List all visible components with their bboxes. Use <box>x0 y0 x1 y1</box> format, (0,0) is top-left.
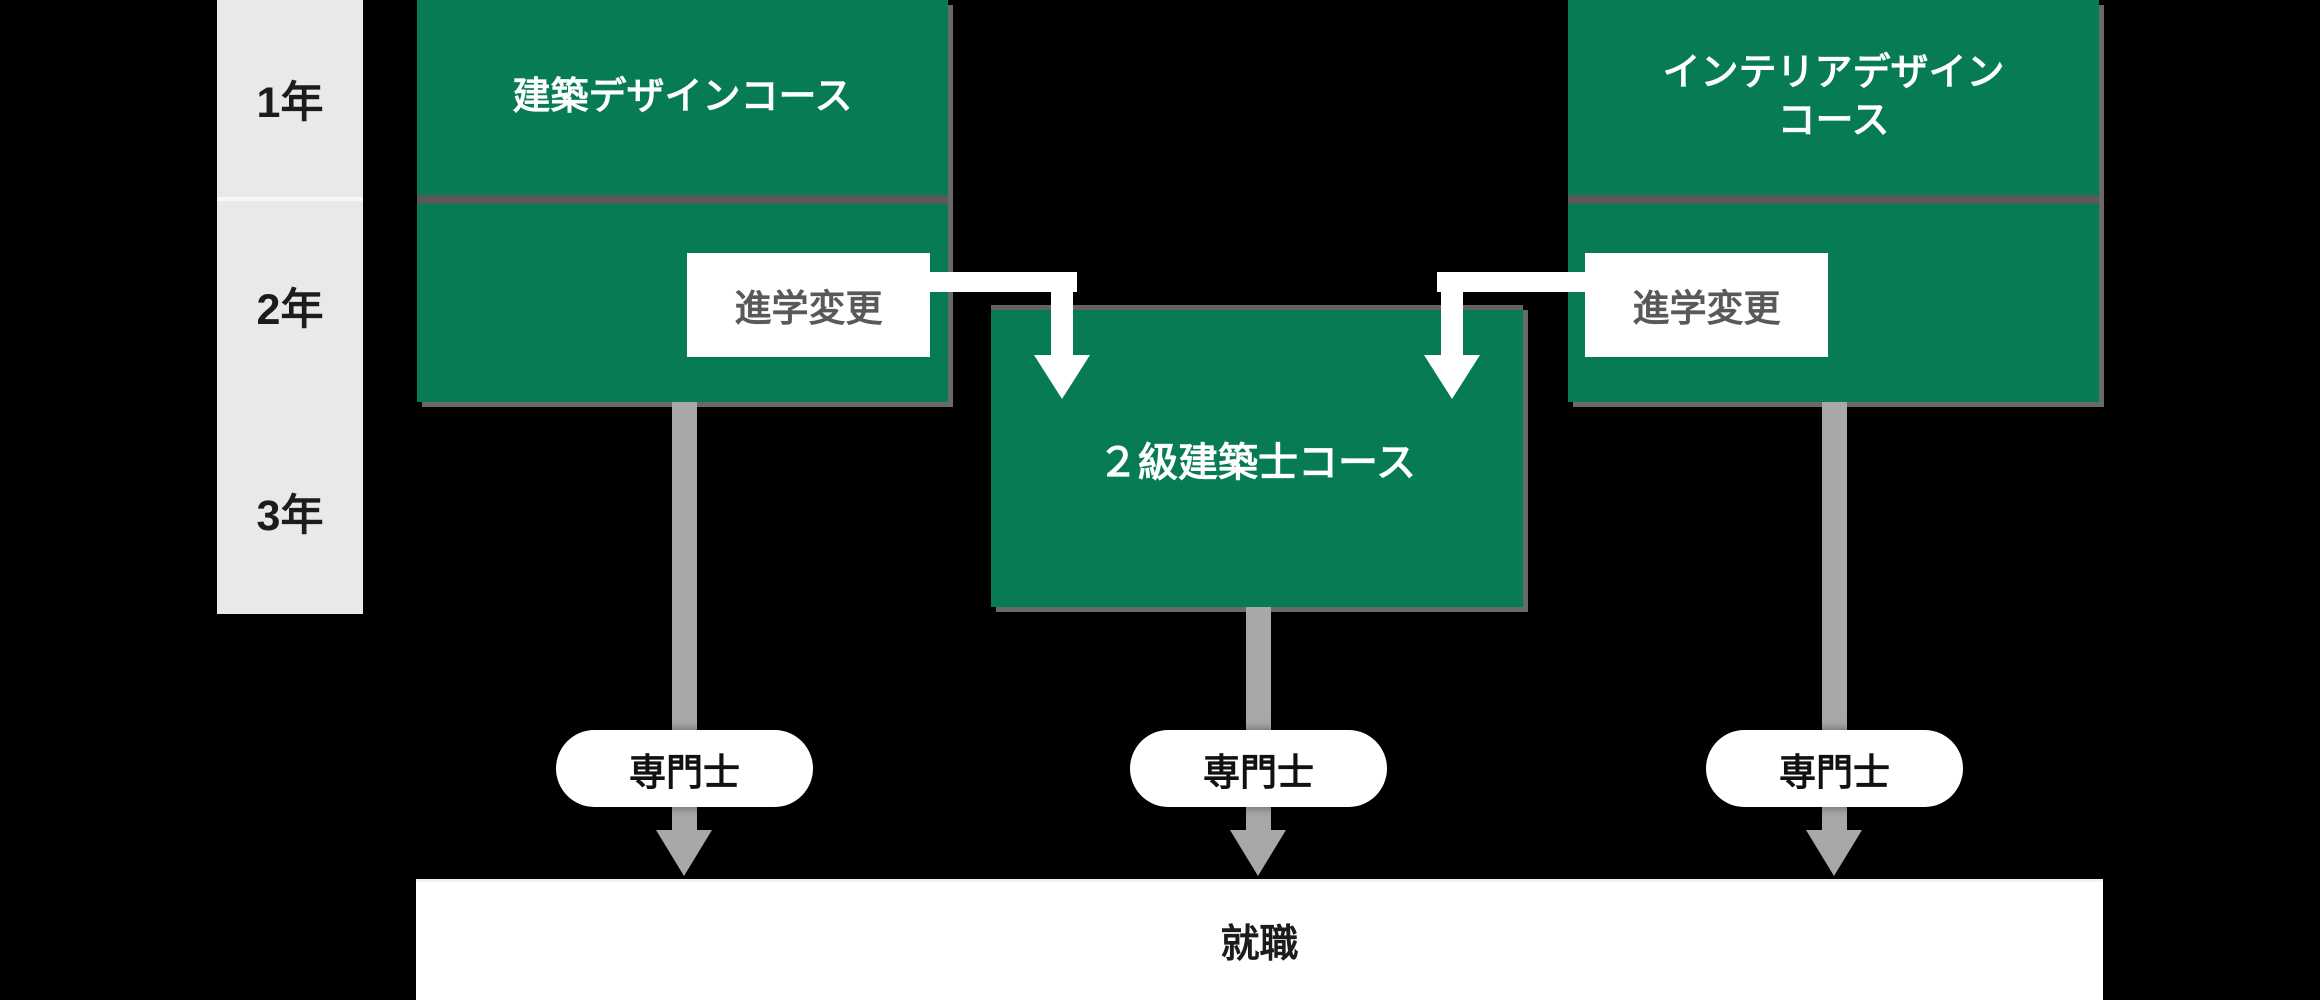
elbow-arrow-right-horizontal <box>1437 272 1585 292</box>
diploma-label-left: 専門士 <box>629 751 740 793</box>
transfer-label-right: 進学変更 <box>1632 288 1781 329</box>
year-timeline: 1年 2年 3年 <box>217 0 363 614</box>
year-row-1: 1年 <box>217 0 363 197</box>
course-title-interior-line1: インテリアデザイン <box>1662 52 2005 94</box>
course-title-interior: インテリアデザイン コース <box>1568 0 2099 195</box>
elbow-arrow-left-horizontal <box>929 272 1077 292</box>
diploma-badge-left: 専門士 <box>556 730 813 807</box>
diploma-badge-center: 専門士 <box>1130 730 1387 807</box>
down-arrow-left-icon <box>656 830 712 876</box>
elbow-arrow-left-vertical <box>1051 272 1073 357</box>
diploma-label-right: 専門士 <box>1779 751 1890 793</box>
course-title-interior-line2: コース <box>1777 99 1890 142</box>
employment-bar: 就職 <box>416 879 2103 1000</box>
year-split-line-architecture <box>417 195 948 204</box>
course-title-architecture: 建築デザインコース <box>417 0 948 195</box>
year-label-2: 2年 <box>256 285 324 334</box>
year-row-3: 3年 <box>217 410 363 614</box>
course-title-architecture-text: 建築デザインコース <box>512 75 853 118</box>
year-row-2: 2年 <box>217 201 363 410</box>
year-label-3: 3年 <box>256 492 324 540</box>
elbow-arrow-left-arrowhead-icon <box>1034 355 1090 399</box>
course-box-interior: インテリアデザイン コース <box>1568 0 2099 402</box>
diploma-label-center: 専門士 <box>1203 751 1314 793</box>
year-split-line-interior <box>1568 195 2099 204</box>
elbow-arrow-right-vertical <box>1441 272 1463 357</box>
transfer-box-left: 進学変更 <box>687 253 930 357</box>
transfer-box-right: 進学変更 <box>1585 253 1828 357</box>
diploma-badge-right: 専門士 <box>1706 730 1963 807</box>
year-divider-line <box>217 197 363 201</box>
employment-label: 就職 <box>1220 923 1299 966</box>
transfer-label-left: 進学変更 <box>734 288 883 329</box>
course-title-second-class-architect: ２級建築士コース <box>1098 440 1416 485</box>
year-label-1: 1年 <box>256 78 324 127</box>
elbow-arrow-right-arrowhead-icon <box>1424 355 1480 399</box>
down-arrow-center-icon <box>1230 830 1286 876</box>
down-arrow-right-icon <box>1806 830 1862 876</box>
